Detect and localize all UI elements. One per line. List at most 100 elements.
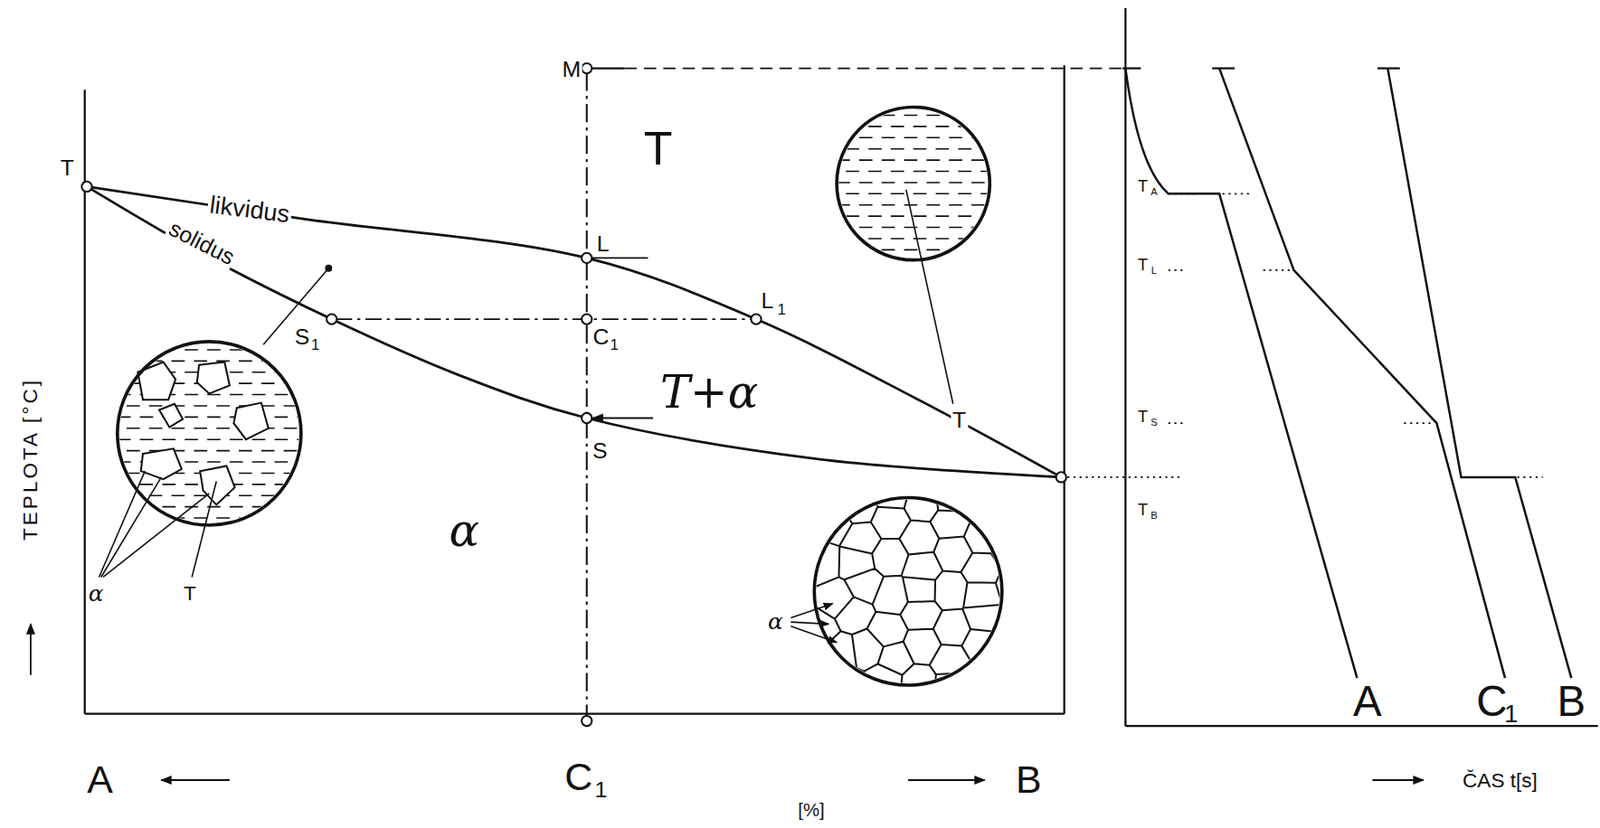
hatch-dash	[936, 215, 950, 218]
point-label: T	[58, 156, 76, 180]
hatch-dash	[845, 193, 860, 196]
hatch-dash	[161, 506, 176, 509]
point-marker	[750, 313, 761, 324]
leader-line	[790, 622, 829, 625]
hatch-dash	[296, 438, 311, 441]
grain-boundary	[795, 479, 1021, 704]
hatch-dash	[948, 227, 963, 229]
solid-grain	[233, 403, 268, 441]
phase-region-label: α	[447, 507, 483, 555]
hatch-dash	[948, 181, 963, 184]
leader-line	[790, 626, 837, 644]
phase-region-label: T+α	[658, 369, 760, 417]
hatch-dash	[926, 137, 940, 140]
temperature-label: T	[1136, 501, 1150, 520]
hatch-dash	[913, 215, 928, 218]
hatch-dash	[881, 227, 896, 229]
hatch-dash	[948, 159, 963, 161]
level-guide	[1222, 192, 1254, 195]
point-marker	[1056, 472, 1067, 483]
subscript: 1	[775, 302, 787, 319]
hatch-dash	[216, 450, 230, 453]
hatch-dash	[836, 181, 851, 184]
hatch-dash	[926, 159, 940, 161]
hatch-dash	[117, 438, 132, 441]
axis-arrow	[29, 624, 32, 675]
hatch-dash	[296, 461, 311, 464]
tick-line	[590, 257, 648, 260]
hatch-dash	[296, 506, 311, 509]
subscript: L	[1149, 265, 1159, 277]
grain-network	[795, 479, 1021, 704]
hatch-dash	[252, 483, 266, 486]
temperature-label: T	[1136, 256, 1150, 275]
hatch-dash	[149, 405, 163, 408]
hatch-dash	[904, 249, 919, 252]
hatch-dash	[845, 237, 860, 240]
phase-label: T	[181, 583, 199, 606]
hatch-dash	[926, 181, 940, 184]
temperature-label: T	[1136, 178, 1150, 196]
curve-name: B	[1555, 679, 1589, 725]
hatch-dash	[161, 483, 176, 486]
frame-line	[1063, 65, 1066, 714]
level-guide	[1168, 422, 1186, 425]
curve-label: solidus	[163, 215, 240, 270]
frame-line	[591, 66, 625, 69]
hatch-dash	[971, 114, 985, 117]
hatch-dash	[971, 249, 985, 252]
hatch-dash	[117, 483, 132, 486]
hatch-dash	[140, 438, 154, 441]
hatch-dash	[161, 438, 176, 441]
hatch-dash	[193, 517, 208, 520]
hatch-dash	[171, 494, 186, 497]
hatch-dash	[184, 438, 199, 441]
hatch-dash	[859, 204, 873, 207]
hatch-dash	[836, 227, 851, 229]
level-guide	[1168, 192, 1196, 195]
hatch-dash	[859, 114, 873, 117]
hatch-dash	[252, 438, 266, 441]
subscript: S	[1148, 417, 1160, 429]
point-label: S	[293, 325, 313, 350]
hatch-dash	[229, 371, 244, 374]
hatch-dash	[184, 461, 199, 464]
hatch-dash	[140, 416, 154, 419]
hatch-dash	[296, 394, 311, 397]
level-guide	[1168, 269, 1186, 272]
subscript: A	[1148, 187, 1160, 199]
hatch-dash	[936, 237, 950, 240]
hatch-dash	[252, 394, 266, 397]
hatch-dash	[890, 125, 905, 128]
leader-line	[191, 481, 217, 578]
hatch-dash	[207, 416, 221, 419]
pointer-arrow	[593, 417, 654, 420]
hatch-dash	[184, 416, 199, 419]
hatch-dash	[238, 494, 253, 497]
hatch-dash	[229, 506, 244, 509]
hatch-dash	[284, 450, 298, 453]
hatch-dash	[936, 125, 950, 128]
tick-line	[1211, 66, 1235, 69]
hatch-dash	[126, 427, 141, 430]
hatch-dash	[971, 159, 985, 161]
hatch-dash	[845, 170, 860, 173]
hatch-dash	[836, 249, 851, 252]
hatch-dash	[193, 427, 208, 430]
leader-dot	[326, 265, 332, 272]
subscript: 1	[1502, 701, 1520, 728]
hatch-dash	[284, 427, 298, 430]
hatch-dash	[913, 237, 928, 240]
hatch-dash	[948, 204, 963, 207]
frame-line	[1125, 725, 1598, 728]
point-marker	[326, 313, 337, 324]
hatch-dash	[881, 181, 896, 184]
hatch-dash	[229, 438, 244, 441]
hatch-dash	[216, 405, 230, 408]
hatch-dash	[890, 237, 905, 240]
hatch-dash	[936, 170, 950, 173]
hatch-dash	[229, 394, 244, 397]
point-label: C	[591, 325, 612, 350]
level-guide	[1517, 476, 1544, 479]
hatch-dash	[171, 360, 186, 363]
